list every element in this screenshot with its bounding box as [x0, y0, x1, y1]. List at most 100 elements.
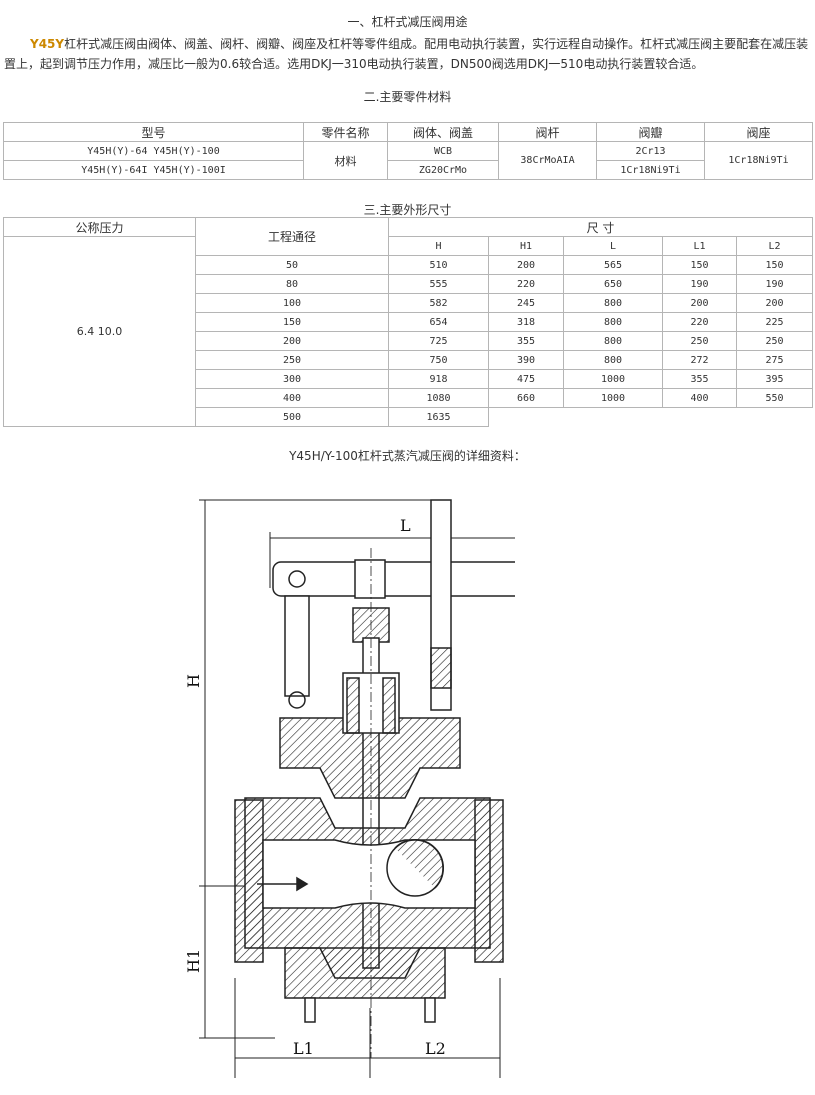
dn-cell: 200	[195, 331, 389, 351]
dimension-cell: 565	[563, 255, 663, 275]
dimension-cell: 1000	[563, 388, 663, 408]
dimension-cell: 225	[736, 312, 813, 332]
body-material-cell: ZG20CrMo	[387, 160, 499, 180]
stem-material-cell: 38CrMoAIA	[498, 141, 597, 180]
dimension-cell: 1635	[388, 407, 489, 427]
dimension-cell: 250	[662, 331, 737, 351]
dn-cell: 250	[195, 350, 389, 370]
dimension-cell: 800	[563, 312, 663, 332]
header-cell: 公称压力	[3, 217, 196, 237]
header-cell: 阀体、阀盖	[387, 122, 499, 142]
dimension-cell: 550	[736, 388, 813, 408]
dimension-cell: 800	[563, 331, 663, 351]
table-row: 型号 零件名称 阀体、阀盖 阀杆 阀瓣 阀座	[3, 122, 813, 142]
dim-label-H: H	[185, 674, 203, 688]
model-cell: Y45H(Y)-64I Y45H(Y)-100I	[3, 160, 304, 180]
dimension-cell: 150	[662, 255, 737, 275]
dim-label-L1: L1	[293, 1039, 314, 1058]
sub-header-cell: L1	[662, 236, 737, 256]
valve-drawing: L H H1 L1 L2	[185, 499, 515, 1078]
dimension-cell: 800	[563, 350, 663, 370]
dn-cell: 100	[195, 293, 389, 313]
dimension-cell: 355	[488, 331, 564, 351]
dimension-cell: 750	[388, 350, 489, 370]
intro-paragraph: Y45Y杠杆式减压阀由阀体、阀盖、阀杆、阀瓣、阀座及杠杆等零件组成。配用电动执行…	[4, 34, 812, 74]
brand-model: Y45Y	[30, 37, 65, 51]
dimension-cell: 355	[662, 369, 737, 389]
dimension-cell: 475	[488, 369, 564, 389]
body-material-cell: WCB	[387, 141, 499, 161]
dimension-cell: 390	[488, 350, 564, 370]
dimension-cell: 318	[488, 312, 564, 332]
intro-text: 杠杆式减压阀由阀体、阀盖、阀杆、阀瓣、阀座及杠杆等零件组成。配用电动执行装置，实…	[4, 37, 809, 71]
dimension-cell: 150	[736, 255, 813, 275]
dn-cell: 500	[195, 407, 389, 427]
dim-label-L: L	[400, 516, 411, 535]
dimension-cell: 650	[563, 274, 663, 294]
table-row: 6.4 10.0 H H1 L L1 L2	[3, 236, 813, 427]
seat-material-cell: 1Cr18Ni9Ti	[704, 141, 813, 180]
dimension-cell: 190	[662, 274, 737, 294]
dn-cell: 50	[195, 255, 389, 275]
table-row: 公称压力 工程通径 尺 寸	[3, 217, 813, 256]
dim-label-L2: L2	[425, 1039, 446, 1058]
table-row: Y45H(Y)-64I Y45H(Y)-100I ZG20CrMo 1Cr18N…	[3, 160, 813, 180]
dimension-cell: 272	[662, 350, 737, 370]
sub-header-cell: H1	[488, 236, 564, 256]
header-cell: 阀杆	[498, 122, 597, 142]
dn-cell: 400	[195, 388, 389, 408]
part-name-cell: 材料	[303, 141, 388, 180]
header-cell: 型号	[3, 122, 304, 142]
model-cell: Y45H(Y)-64 Y45H(Y)-100	[3, 141, 304, 161]
sub-header-cell: L2	[736, 236, 813, 256]
dimension-cell: 510	[388, 255, 489, 275]
header-cell: 零件名称	[303, 122, 388, 142]
dimension-cell: 400	[662, 388, 737, 408]
section3-title: 三.主要外形尺寸	[363, 203, 452, 217]
dimension-cell: 654	[388, 312, 489, 332]
dimension-cell: 200	[662, 293, 737, 313]
dimension-cell: 1080	[388, 388, 489, 408]
drawing-caption: Y45H/Y-100杠杆式蒸汽减压阀的详细资料：	[289, 449, 526, 463]
empty-cell	[489, 408, 813, 427]
header-cell: 阀座	[704, 122, 813, 142]
dimension-cell: 200	[488, 255, 564, 275]
dimension-cell: 395	[736, 369, 813, 389]
dimension-cell: 582	[388, 293, 489, 313]
dimension-cell: 1000	[563, 369, 663, 389]
sub-header-cell: H	[388, 236, 489, 256]
dimension-cell: 555	[388, 274, 489, 294]
dimension-cell: 200	[736, 293, 813, 313]
dimension-cell: 250	[736, 331, 813, 351]
section2-title: 二.主要零件材料	[363, 90, 452, 104]
header-cell: 工程通径	[195, 217, 389, 256]
dn-cell: 150	[195, 312, 389, 332]
pressure-cell: 6.4 10.0	[3, 236, 196, 427]
dimension-cell: 918	[388, 369, 489, 389]
table-row: Y45H(Y)-64 Y45H(Y)-100 材料 WCB 38CrMoAIA …	[3, 141, 813, 180]
header-cell: 尺 寸	[388, 217, 813, 237]
dimension-cell: 220	[662, 312, 737, 332]
header-cell: 阀瓣	[596, 122, 705, 142]
dn-cell: 300	[195, 369, 389, 389]
dimension-cell: 725	[388, 331, 489, 351]
sub-header-cell: L	[563, 236, 663, 256]
dimension-cell: 245	[488, 293, 564, 313]
disc-material-cell: 2Cr13	[596, 141, 705, 161]
materials-table: 型号 零件名称 阀体、阀盖 阀杆 阀瓣 阀座 Y45H(Y)-64 Y45H(Y…	[3, 122, 813, 180]
dimension-cell: 800	[563, 293, 663, 313]
disc-material-cell: 1Cr18Ni9Ti	[596, 160, 705, 180]
dimension-cell: 275	[736, 350, 813, 370]
dn-cell: 80	[195, 274, 389, 294]
section1-title: 一、杠杆式减压阀用途	[347, 15, 468, 29]
dim-label-H1: H1	[185, 949, 203, 973]
dimension-cell: 220	[488, 274, 564, 294]
dimension-cell: 190	[736, 274, 813, 294]
dimension-cell: 660	[488, 388, 564, 408]
